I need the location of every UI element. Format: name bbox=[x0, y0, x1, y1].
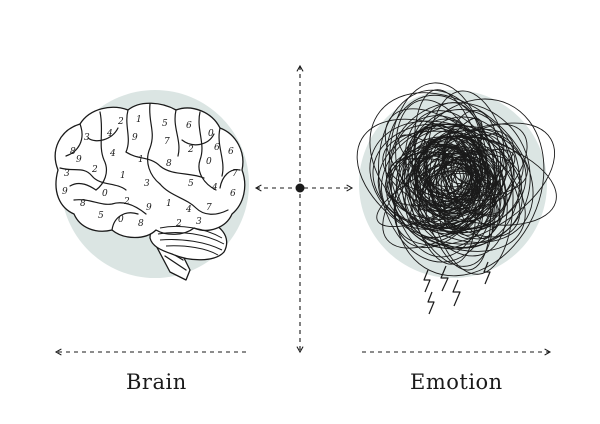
scribble-loop bbox=[382, 123, 528, 249]
scribble-loop bbox=[430, 149, 501, 223]
scribble-loop bbox=[443, 152, 476, 185]
scribble-loop bbox=[412, 146, 474, 205]
brain-digit: 0 bbox=[102, 189, 108, 199]
brain-digit: 2 bbox=[175, 219, 182, 229]
scribble-loop bbox=[423, 141, 463, 201]
scribble-loop bbox=[388, 102, 531, 248]
scribble-loop bbox=[369, 120, 523, 245]
lightning-icon bbox=[483, 261, 491, 285]
scribble-loop bbox=[404, 110, 508, 257]
scribble-loop bbox=[377, 89, 497, 263]
brain-digit: 2 bbox=[117, 117, 124, 127]
brain-digit: 3 bbox=[84, 133, 90, 143]
lightning-icon bbox=[452, 279, 461, 307]
brain-digit: 2 bbox=[123, 197, 130, 207]
scribble-loop bbox=[416, 141, 468, 207]
brain-digit: 4 bbox=[109, 149, 116, 159]
brain-digit: 7 bbox=[232, 169, 238, 179]
brain-digit: 6 bbox=[228, 147, 234, 157]
brain-digit: 7 bbox=[206, 203, 212, 213]
brain-digit: 9 bbox=[62, 187, 68, 197]
brain-digit: 0 bbox=[206, 157, 212, 167]
scribble-loop bbox=[417, 153, 486, 188]
brain-digit: 3 bbox=[144, 179, 150, 189]
scribble-loop bbox=[432, 134, 505, 217]
lightning-icon bbox=[440, 265, 449, 292]
brain-digit: 0 bbox=[118, 215, 124, 225]
scribble-loop bbox=[413, 156, 477, 212]
brain-digit: 8 bbox=[70, 147, 76, 157]
scribble-loop bbox=[422, 135, 487, 203]
scribble-loop bbox=[381, 123, 499, 230]
brain-digit: 5 bbox=[188, 179, 194, 189]
scribble-loop bbox=[445, 165, 494, 201]
brain-digit: 6 bbox=[186, 121, 192, 131]
brain-digits: 2 1 3 4 5 6 0 8 9 7 2 6 4 1 3 0 8 2 7 9 … bbox=[62, 115, 238, 229]
scribble-loop bbox=[437, 146, 501, 228]
scribble-loop bbox=[419, 164, 484, 210]
brain-digit: 4 bbox=[185, 205, 192, 215]
brain-digit: 8 bbox=[166, 159, 172, 169]
scribble-loop bbox=[443, 139, 473, 214]
scribble-loop bbox=[372, 123, 513, 232]
lightning-icon bbox=[427, 291, 435, 315]
brain-digit: 3 bbox=[196, 217, 202, 227]
scribble-loop bbox=[425, 138, 461, 219]
emotion-label: Emotion bbox=[410, 370, 503, 394]
tangled-scribble-icon bbox=[356, 82, 557, 277]
center-axes bbox=[254, 64, 354, 354]
center-dot bbox=[295, 183, 305, 193]
brain-digit: 5 bbox=[98, 211, 104, 221]
brain-digit: 7 bbox=[164, 137, 170, 147]
brain-digit: 1 bbox=[136, 115, 142, 125]
scribble-loop bbox=[433, 147, 483, 195]
brain-digit: 4 bbox=[211, 183, 218, 193]
brain-digit: 6 bbox=[214, 143, 220, 153]
scribble-loop bbox=[412, 159, 482, 212]
lightning-icon bbox=[423, 269, 431, 293]
brain-digit: 9 bbox=[132, 133, 138, 143]
brain-digit: 8 bbox=[138, 219, 144, 229]
scribble-loop bbox=[413, 144, 502, 229]
brain-digit: 5 bbox=[162, 119, 168, 129]
brain-digit: 1 bbox=[166, 199, 172, 209]
brain-digit: 0 bbox=[208, 129, 214, 139]
brain-digit: 2 bbox=[91, 165, 98, 175]
brain-folds bbox=[59, 103, 241, 231]
brain-digit: 6 bbox=[230, 189, 236, 199]
lightning-icon-group bbox=[423, 261, 491, 315]
brain-digit: 1 bbox=[138, 155, 144, 165]
brain-digit: 4 bbox=[106, 129, 113, 139]
scribble-loop bbox=[390, 136, 507, 250]
brain-digit: 8 bbox=[80, 199, 86, 209]
brain-digit: 2 bbox=[187, 145, 194, 155]
scribble-loop bbox=[414, 145, 467, 197]
brain-digit: 3 bbox=[64, 169, 70, 179]
brain-digit: 9 bbox=[76, 155, 82, 165]
brain-digit: 9 bbox=[146, 203, 152, 213]
brain-label: Brain bbox=[126, 370, 187, 394]
cerebellum-folds bbox=[157, 225, 225, 256]
brain-digit: 1 bbox=[120, 171, 126, 181]
scribble-loop bbox=[406, 129, 527, 231]
